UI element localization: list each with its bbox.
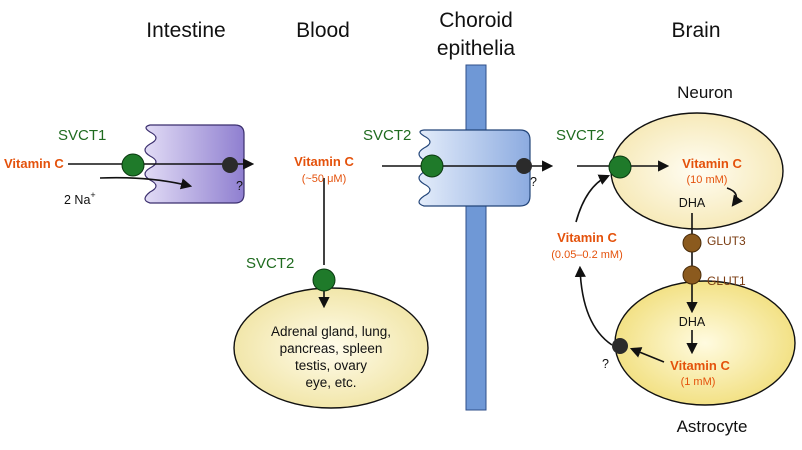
svct1-label: SVCT1 (58, 127, 106, 144)
header-intestine: Intestine (146, 19, 225, 42)
header-blood: Blood (296, 19, 350, 42)
unknown-transporter-intestine (222, 157, 238, 173)
neuron-cell (610, 112, 784, 230)
astrocyte-concentration: (1 mM) (681, 376, 716, 388)
csf-concentration: (0.05–0.2 mM) (551, 249, 623, 261)
unknown-label-intestine: ? (236, 179, 243, 193)
header-choroid: Choroid (439, 9, 513, 32)
unknown-transporter-choroid (516, 158, 532, 174)
glut3-label: GLUT3 (707, 234, 746, 248)
svct1-transporter (121, 153, 145, 177)
svct2-label-neuron: SVCT2 (556, 127, 604, 144)
sodium-label: 2 Na+ (64, 190, 96, 207)
arrow-vitc-to-dha (726, 187, 743, 207)
astrocyte-label: Astrocyte (677, 417, 748, 436)
unknown-transporter-astrocyte (612, 338, 628, 354)
arrow-efflux-to-csf (574, 265, 613, 346)
neuron-concentration: (10 mM) (687, 174, 728, 186)
organ-line-3: testis, ovary (295, 358, 367, 373)
unknown-label-choroid: ? (530, 175, 537, 189)
dha-neuron: DHA (679, 196, 706, 210)
vitamin-c-neuron: Vitamin C (682, 156, 742, 171)
arrow-astro-efflux (629, 347, 665, 363)
unknown-label-astrocyte: ? (602, 357, 609, 371)
glut1-label: GLUT1 (707, 274, 746, 288)
header-epithelia: epithelia (437, 37, 516, 60)
vitamin-c-csf: Vitamin C (557, 230, 617, 245)
svct2-transporter-blood (312, 268, 336, 292)
choroid-barrier (465, 64, 487, 411)
blood-concentration: (~50 μM) (302, 173, 347, 185)
svct2-label-choroid: SVCT2 (363, 127, 411, 144)
vitamin-c-astrocyte: Vitamin C (670, 358, 730, 373)
dha-astrocyte: DHA (679, 315, 706, 329)
arrow-sodium-cotransport (99, 176, 193, 190)
svct2-label-blood: SVCT2 (246, 255, 294, 272)
arrow-csf-to-svct2 (575, 174, 611, 223)
header-brain: Brain (671, 19, 720, 42)
vitamin-c-blood: Vitamin C (294, 154, 354, 169)
glut1-transporter (682, 265, 702, 285)
organ-line-4: eye, etc. (305, 375, 356, 390)
vitamin-c-intestine: Vitamin C (4, 156, 64, 171)
organ-line-2: pancreas, spleen (280, 341, 383, 356)
glut3-transporter (682, 233, 702, 253)
svct2-transporter-choroid (420, 154, 444, 178)
choroid-cell (418, 129, 531, 207)
svct2-transporter-neuron (608, 155, 632, 179)
organ-line-1: Adrenal gland, lung, (271, 324, 391, 339)
neuron-label: Neuron (677, 83, 733, 102)
